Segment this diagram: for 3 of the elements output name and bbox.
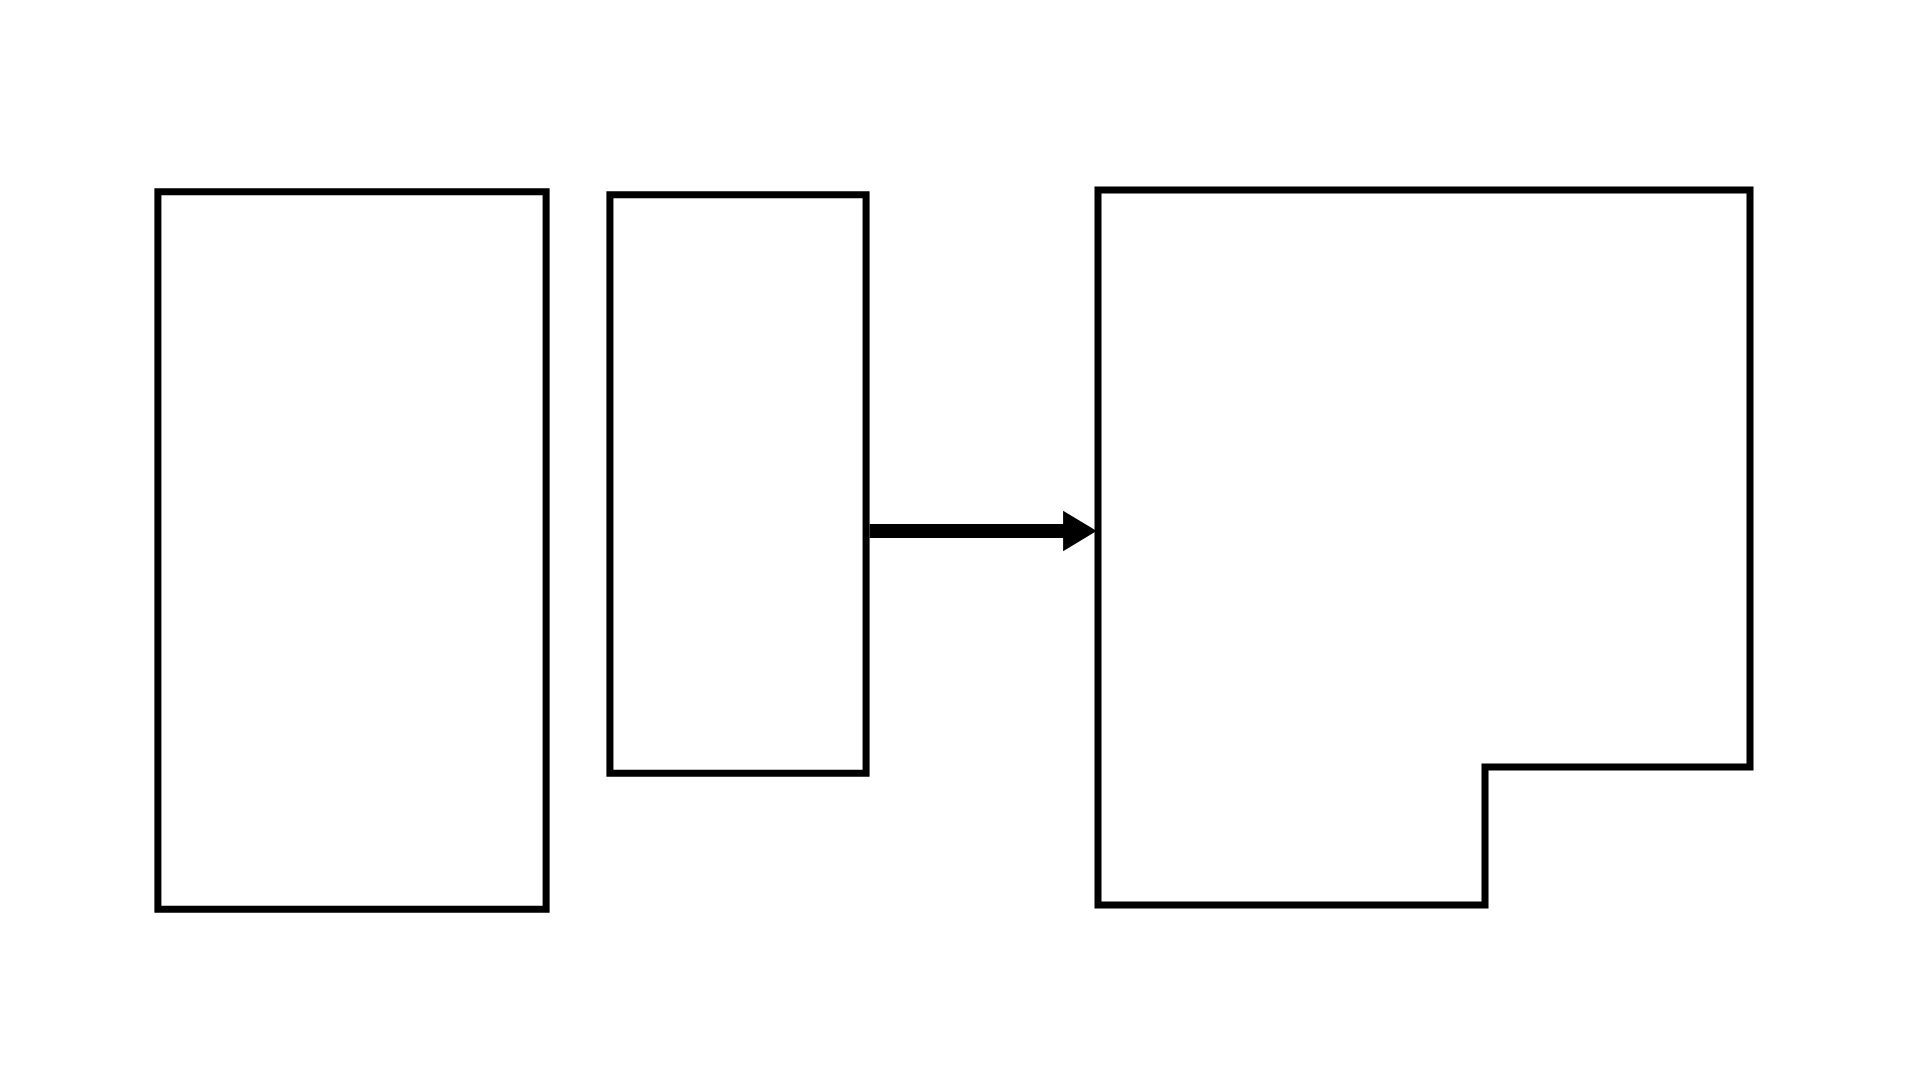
rectangle xyxy=(606,191,870,777)
l-shaped-outline xyxy=(1094,186,1754,909)
rectangle xyxy=(154,188,550,913)
